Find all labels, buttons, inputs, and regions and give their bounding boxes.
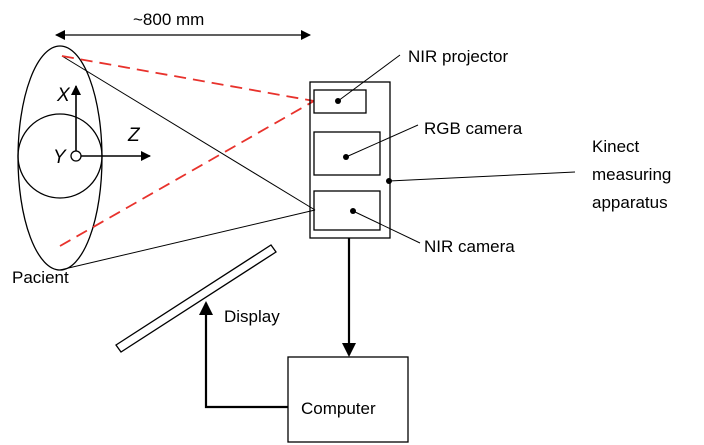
camera-fov-line-bottom — [59, 209, 316, 271]
nir-camera-leader — [352, 210, 421, 244]
rgb-camera-box — [313, 131, 381, 176]
nir-projector-leader — [337, 54, 401, 102]
display-label: Display — [224, 307, 280, 326]
distance-label: ~800 mm — [133, 10, 204, 29]
axis-label-z: Z — [127, 125, 141, 146]
projector-ray-bottom — [59, 100, 315, 247]
computer-to-display-arrow — [199, 301, 288, 409]
patient-label: Pacient — [12, 268, 69, 287]
kinect-label-line2: measuring — [592, 165, 671, 184]
rgb-camera-label: RGB camera — [424, 119, 523, 138]
nir-projector-label: NIR projector — [408, 47, 508, 66]
computer-label: Computer — [301, 399, 376, 418]
y-axis-origin-icon — [70, 150, 82, 162]
kinect-label-line1: Kinect — [592, 137, 640, 156]
kinect-leader — [388, 171, 576, 182]
projector-ray-top — [61, 55, 315, 102]
kinect-label-line3: apparatus — [592, 193, 668, 212]
display-panel — [115, 244, 277, 353]
kinect-apparatus-box — [309, 81, 391, 239]
camera-fov-line-top — [61, 55, 316, 211]
axis-label-y: Y — [53, 147, 67, 168]
rgb-camera-leader — [345, 124, 419, 158]
nir-camera-label: NIR camera — [424, 237, 515, 256]
nir-camera-box — [313, 190, 381, 231]
nir-projector-box — [313, 89, 367, 114]
computer-box — [287, 356, 409, 443]
axis-label-x: X — [56, 85, 71, 106]
